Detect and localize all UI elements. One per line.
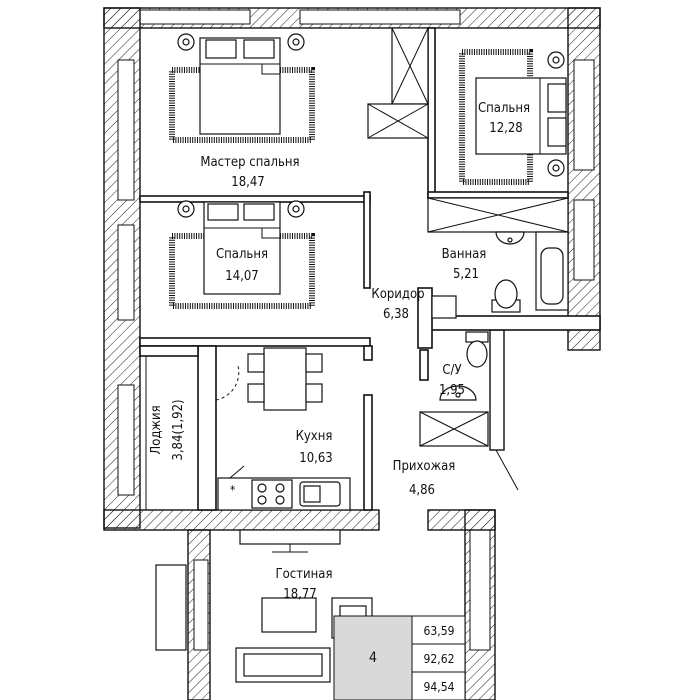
bath-area: 5,21	[453, 267, 479, 282]
summary-box	[333, 615, 466, 700]
area-living: 63,59	[424, 624, 455, 638]
bedroom2-bed	[169, 200, 315, 309]
corridor-fixtures	[431, 295, 457, 319]
living-name: Гостиная	[276, 567, 333, 582]
wc-fixtures	[419, 331, 519, 491]
area-total: 92,62	[424, 652, 455, 666]
bedroom1-area: 12,28	[489, 121, 522, 136]
hall-name: Прихожая	[393, 459, 456, 474]
master-area: 18,47	[231, 175, 264, 190]
loggia-name: Лоджия	[149, 405, 164, 454]
hall-area: 4,86	[409, 483, 435, 498]
bath-fixtures	[427, 197, 569, 313]
room-count: 4	[369, 650, 377, 666]
bedroom2-name: Спальня	[216, 247, 268, 262]
bedroom1-bed	[459, 49, 567, 185]
bedroom2-area: 14,07	[225, 269, 258, 284]
wc-name: С/У	[442, 363, 461, 378]
master-bed	[169, 33, 315, 143]
kitchen-area: 10,63	[299, 451, 332, 466]
bedroom1-name: Спальня	[478, 101, 530, 116]
wc-area: 1,95	[439, 383, 465, 398]
master-name: Мастер спальня	[200, 155, 299, 170]
area-gross: 94,54	[424, 680, 455, 694]
kitchen-name: Кухня	[296, 429, 333, 444]
living-area: 18,77	[283, 587, 316, 602]
svg-text:*: *	[230, 483, 236, 497]
corridor-name: Коридор	[371, 287, 424, 302]
kitchen-furniture: *	[215, 347, 351, 511]
corridor-area: 6,38	[383, 307, 409, 322]
loggia-area: 3,84(1,92)	[171, 399, 186, 460]
master-wardrobe	[367, 27, 429, 139]
bath-name: Ванная	[442, 247, 487, 262]
exterior-walls	[103, 7, 601, 700]
